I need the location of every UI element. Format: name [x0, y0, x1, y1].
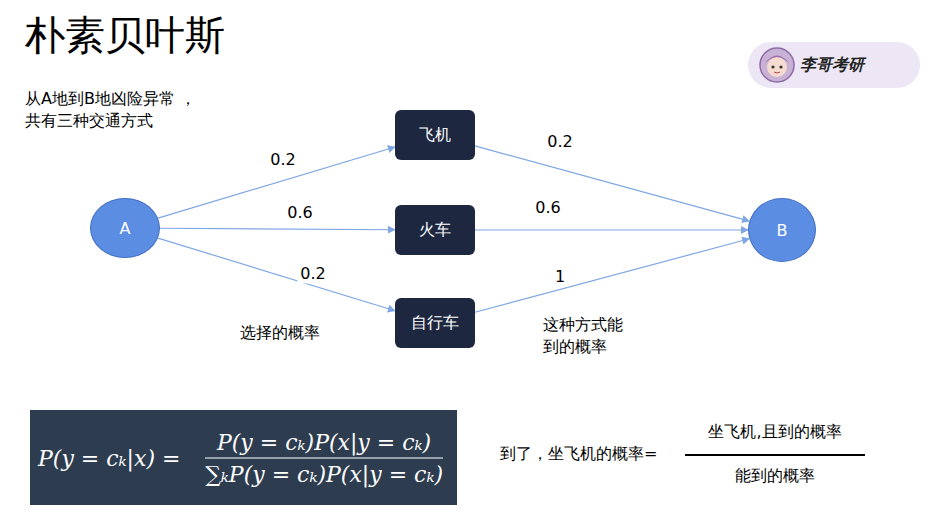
- transport-box: 飞机: [395, 110, 475, 160]
- transport-box: 火车: [395, 205, 475, 255]
- route-arrow: [475, 146, 749, 221]
- probability-label: 1: [552, 267, 568, 286]
- route-arrow: [158, 147, 395, 218]
- probability-label: 0.6: [284, 203, 315, 222]
- formula-denominator: ∑ₖP(y = cₖ)P(x|y = cₖ): [205, 461, 443, 486]
- note-label: 从A地到B地凶险异常 ，共有三种交通方式: [25, 88, 203, 133]
- node-label: B: [777, 221, 788, 240]
- probability-label: 0.2: [267, 150, 298, 169]
- page-title: 朴素贝叶斯: [25, 10, 225, 62]
- note-label: 选择的概率: [240, 322, 320, 344]
- probability-label: 0.2: [544, 132, 575, 151]
- route-arrow: [160, 228, 395, 230]
- route-arrow: [475, 239, 749, 313]
- fraction-bar: [685, 454, 865, 456]
- transport-box: 自行车: [395, 298, 475, 348]
- note-label: 能到的概率: [735, 465, 815, 487]
- node-label: 飞机: [419, 125, 451, 146]
- formula-box: P(y = cₖ|x) = P(y = cₖ)P(x|y = cₖ) ∑ₖP(y =…: [30, 410, 457, 505]
- note-label: 到了，坐飞机的概率=: [500, 443, 657, 465]
- avatar-icon: [758, 46, 796, 84]
- formula-bar: [205, 457, 443, 458]
- brand-name: 李哥考研: [800, 55, 864, 76]
- formula-lhs: P(y = cₖ|x) =: [38, 445, 180, 470]
- note-label: 这种方式能到的概率: [543, 314, 631, 359]
- place-circle: B: [748, 198, 816, 262]
- formula-numerator: P(y = cₖ)P(x|y = cₖ): [217, 429, 431, 454]
- formula-fraction: P(y = cₖ)P(x|y = cₖ) ∑ₖP(y = cₖ)P(x|y = c…: [205, 429, 443, 486]
- node-label: 自行车: [411, 313, 459, 334]
- probability-label: 0.6: [532, 198, 563, 217]
- node-label: 火车: [419, 220, 451, 241]
- probability-label: 0.2: [297, 264, 328, 283]
- place-circle: A: [90, 198, 160, 258]
- note-label: 坐飞机,且到的概率: [708, 421, 841, 443]
- route-arrow: [158, 238, 395, 311]
- route-arrow: [475, 229, 748, 230]
- brand-badge: 李哥考研: [748, 42, 920, 88]
- node-label: A: [120, 219, 131, 238]
